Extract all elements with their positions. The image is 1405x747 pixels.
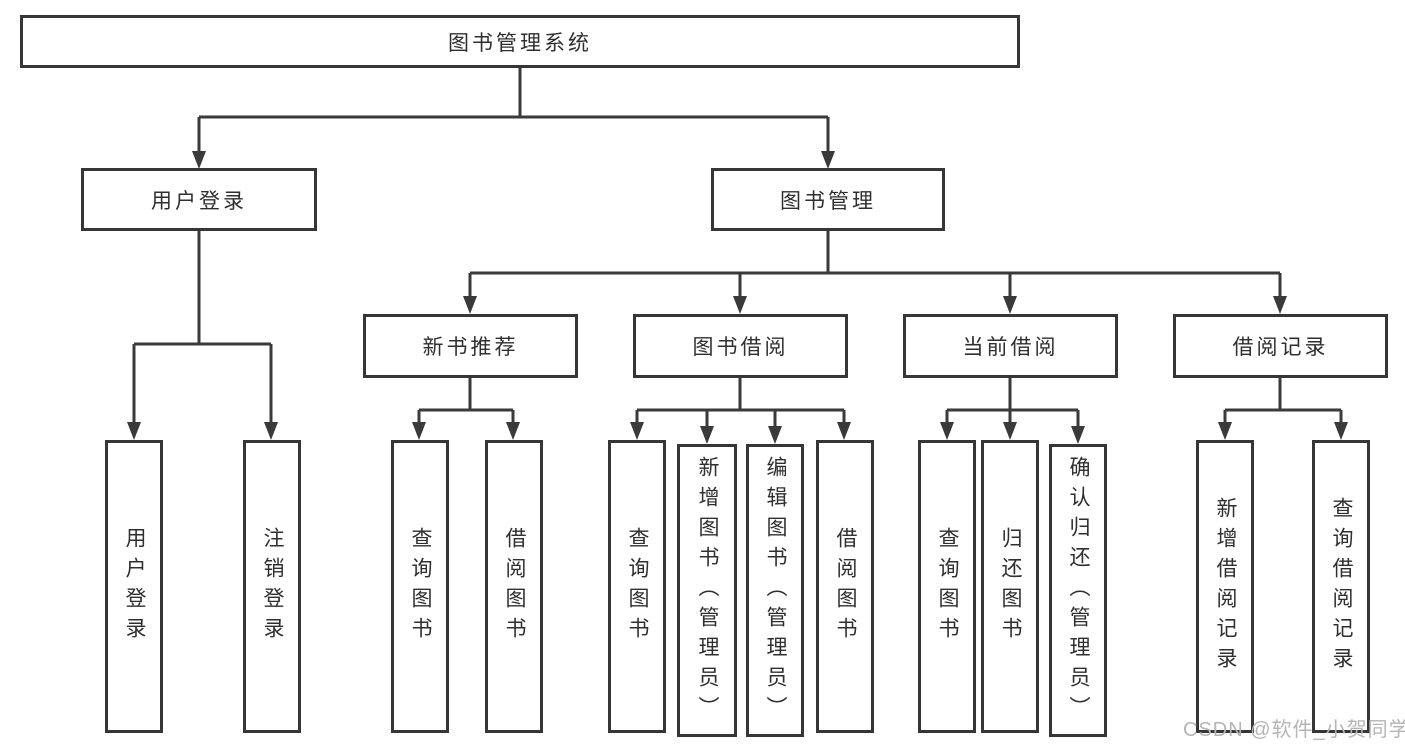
leaf-logout: 注销登录 [243, 440, 301, 733]
arrowhead [264, 422, 278, 440]
leaf-edit-book-admin: 编辑图书（管理员） [746, 444, 804, 737]
arrowhead [837, 422, 851, 440]
node-book-management-branch: 图书管理 [711, 168, 945, 231]
arrowhead [463, 296, 477, 314]
node-current-borrowing: 当前借阅 [903, 314, 1118, 378]
leaf-return-books: 归还图书 [981, 440, 1039, 733]
arrowhead [412, 422, 426, 440]
leaf-query-books-current: 查询图书 [918, 440, 976, 733]
arrowhead [733, 296, 747, 314]
connector-bookmgmt-to-level3 [463, 231, 1287, 314]
arrowhead [940, 422, 954, 440]
node-user-login-branch: 用户登录 [81, 168, 317, 231]
arrowhead [506, 422, 520, 440]
leaf-query-books-recommend: 查询图书 [391, 440, 449, 733]
leaf-confirm-return-admin: 确认归还（管理员） [1049, 444, 1107, 737]
leaf-add-book-admin: 新增图书（管理员） [677, 444, 737, 737]
connector-records-to-leaves [1218, 378, 1348, 440]
arrowhead [1218, 422, 1232, 440]
leaf-borrow-books-recommend: 借阅图书 [485, 440, 543, 733]
arrowhead [700, 426, 714, 444]
node-book-borrowing: 图书借阅 [633, 314, 848, 378]
arrowhead [127, 422, 141, 440]
leaf-user-login: 用户登录 [105, 440, 163, 733]
leaf-add-borrow-record: 新增借阅记录 [1196, 440, 1254, 733]
connector-bookborrow-to-leaves [630, 378, 851, 444]
arrowhead [1071, 426, 1085, 444]
arrowhead [821, 151, 835, 169]
csdn-watermark: CSDN @软件_小贺同学 [1183, 719, 1405, 741]
node-library-management-system: 图书管理系统 [20, 15, 1020, 68]
arrowhead [768, 426, 782, 444]
arrowhead [630, 422, 644, 440]
node-borrowing-records: 借阅记录 [1173, 314, 1388, 378]
connector-userlogin-to-leaves [127, 231, 278, 440]
arrowhead [1334, 422, 1348, 440]
connector-root-to-level2 [192, 68, 835, 169]
leaf-query-borrow-record: 查询借阅记录 [1312, 440, 1370, 733]
leaf-borrow-books-borrowing: 借阅图书 [816, 440, 874, 733]
leaf-query-books-borrowing: 查询图书 [608, 440, 666, 733]
connector-currentborrow-to-leaves [940, 378, 1085, 444]
arrowhead [1003, 296, 1017, 314]
connector-newbook-to-leaves [412, 378, 520, 440]
arrowhead [192, 151, 206, 169]
arrowhead [1003, 422, 1017, 440]
arrowhead [1273, 296, 1287, 314]
node-new-book-recommend: 新书推荐 [363, 314, 578, 378]
